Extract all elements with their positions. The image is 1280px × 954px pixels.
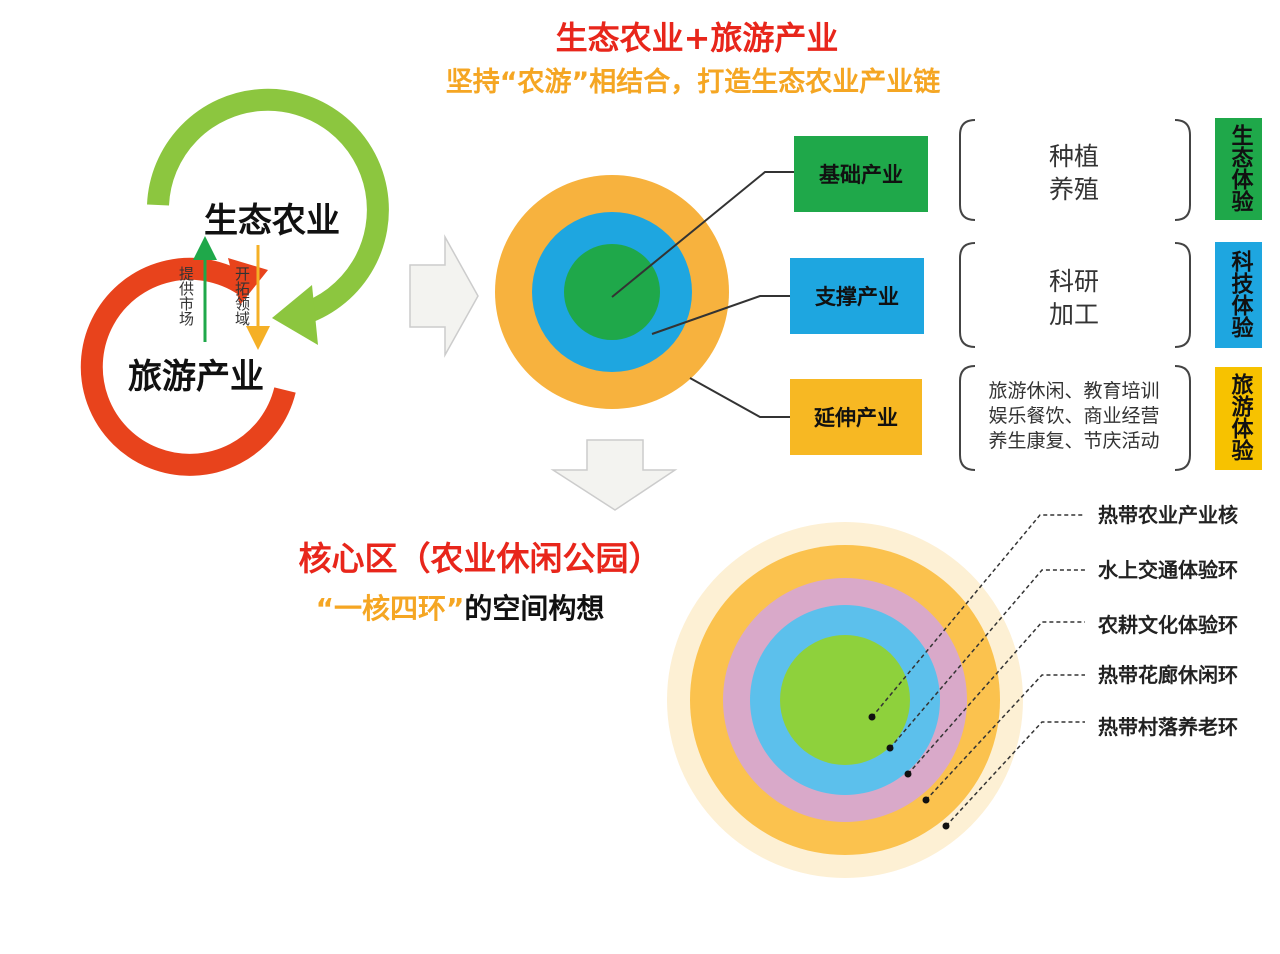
ring-label: 热带花廊休闲环 [1098,663,1238,687]
svg-text:延伸产业: 延伸产业 [813,406,898,430]
cycle-bottom-label: 旅游产业 [128,357,264,397]
green-arrowhead [272,285,318,345]
svg-text:种植: 种植 [1049,142,1099,171]
main-title: 生态农业+旅游产业 [556,19,839,57]
industry-support: 支撑产业 科研 加工 科技体验 [790,242,1262,348]
svg-text:娱乐餐饮、商业经营: 娱乐餐饮、商业经营 [988,405,1159,427]
right-arrow-icon [409,234,479,358]
red-cycle-arc [80,257,296,476]
svg-text:科技体验: 科技体验 [1228,250,1254,338]
industry-circles [495,171,795,418]
svg-text:加工: 加工 [1049,300,1099,329]
svg-text:科研: 科研 [1049,267,1099,296]
ring-label: 农耕文化体验环 [1097,613,1238,637]
ring-label: 水上交通体验环 [1098,558,1238,582]
industry-basic: 基础产业 种植 养殖 生态体验 [794,118,1262,221]
down-arrow-label: 开拓领域 [233,266,251,326]
svg-text:生态体验: 生态体验 [1228,124,1254,212]
svg-text:旅游体验: 旅游体验 [1228,372,1254,461]
up-arrow-label: 提供市场 [177,266,195,327]
svg-text:旅游休闲、教育培训: 旅游休闲、教育培训 [988,380,1159,402]
cycle-top-label: 生态农业 [204,201,340,241]
core-title: 核心区（农业休闲公园） [299,539,662,578]
svg-text:养殖: 养殖 [1049,175,1099,204]
svg-text:养生康复、节庆活动: 养生康复、节庆活动 [988,430,1159,452]
svg-text:基础产业: 基础产业 [819,163,903,187]
subtitle: 坚持“农游”相结合，打造生态农业产业链 [446,66,941,98]
green-cycle-arc [147,88,389,326]
down-arrow-icon [550,439,678,511]
ring-label: 热带村落养老环 [1098,715,1238,739]
cycle-diagram: 生态农业 旅游产业 提供市场 开拓领域 [80,88,389,476]
ring-label: 热带农业产业核 [1098,503,1238,527]
industry-extension: 延伸产业 旅游休闲、教育培训 娱乐餐饮、商业经营 养生康复、节庆活动 旅游体验 [790,365,1262,471]
svg-text:支撑产业: 支撑产业 [815,285,899,309]
ring-labels: 热带农业产业核 水上交通体验环 农耕文化体验环 热带花廊休闲环 热带村落养老环 [1097,503,1238,739]
core-subtitle: “一核四环”的空间构想 [316,592,605,625]
core-rings [667,514,1085,878]
